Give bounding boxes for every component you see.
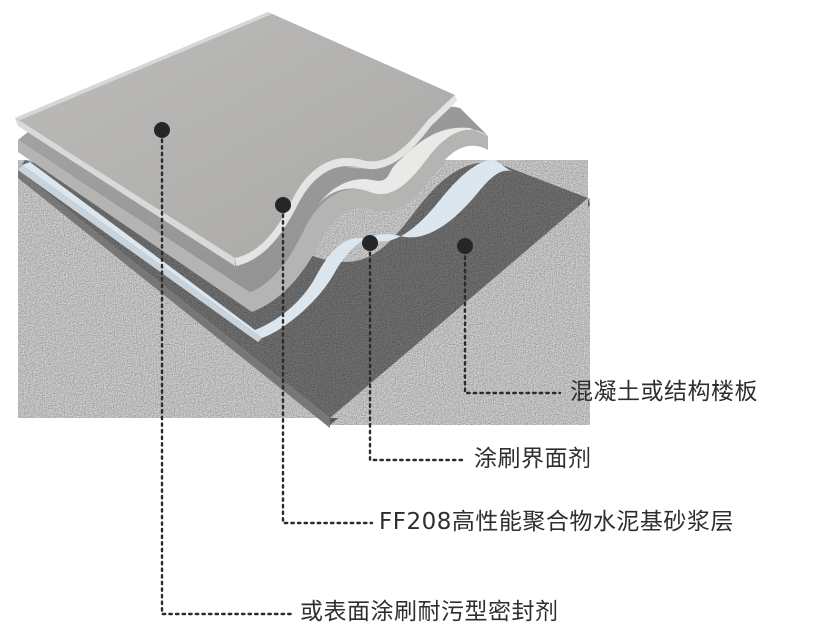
dot-sealer: [154, 122, 170, 138]
label-sealer-layer: 或表面涂刷耐污型密封剂: [300, 599, 559, 625]
leader-line-interface: [368, 244, 467, 462]
leader-line-mortar: [281, 206, 374, 525]
leader-line-sealer: [160, 131, 294, 616]
label-concrete-slab: 混凝土或结构楼板: [570, 379, 758, 405]
leader-dots: [154, 122, 473, 254]
leader-line-concrete: [463, 248, 562, 395]
dot-mortar: [275, 197, 291, 213]
label-mortar-layer: FF208高性能聚合物水泥基砂浆层: [379, 509, 734, 535]
leader-lines: [160, 131, 562, 616]
sealer-layer-shape: [15, 12, 457, 266]
dot-interface: [362, 235, 378, 251]
dot-concrete: [457, 238, 473, 254]
interface-agent-shape: [18, 159, 512, 342]
label-interface-agent: 涂刷界面剂: [474, 446, 592, 472]
